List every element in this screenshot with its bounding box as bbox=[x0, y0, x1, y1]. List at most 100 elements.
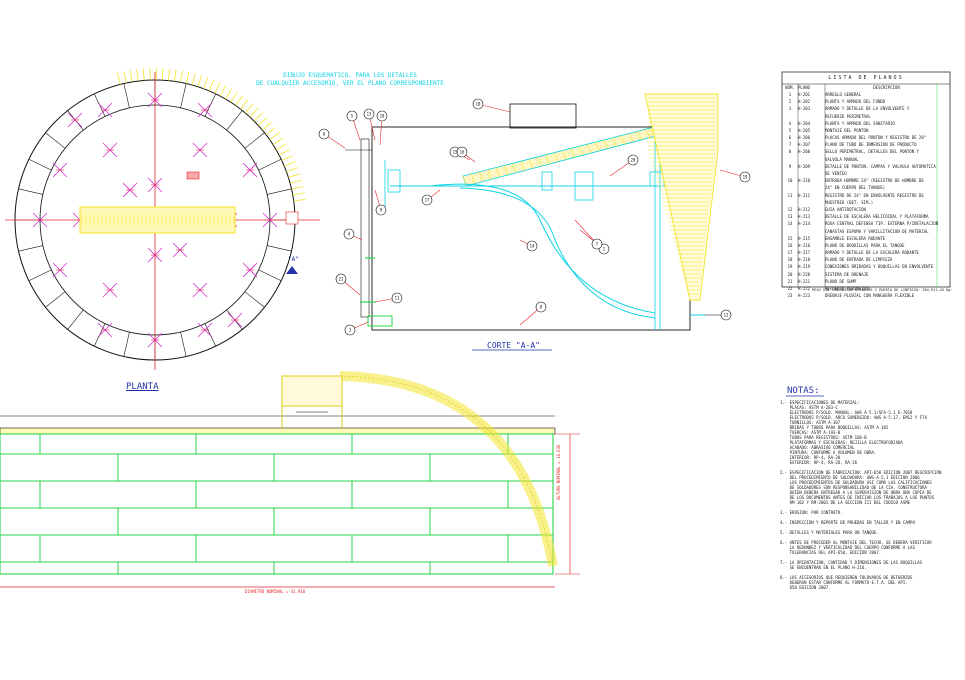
row-description: REFUERZO PERIMETRAL bbox=[825, 113, 871, 119]
stair-step bbox=[240, 99, 249, 110]
stair-step bbox=[292, 192, 305, 196]
ring-segment-line bbox=[28, 158, 52, 171]
row-num: 22 bbox=[787, 286, 793, 292]
callout-number: 4 bbox=[348, 232, 351, 237]
callout-bubble bbox=[335, 273, 347, 285]
row-num: 17 bbox=[787, 250, 793, 256]
ladder-rung bbox=[520, 161, 525, 171]
stair-step bbox=[219, 85, 227, 97]
callout-number: 15 bbox=[453, 150, 458, 155]
ladder-rung bbox=[603, 139, 609, 149]
note-line: ELECTRODOS P/SOLD. ARCO SUMERGIDO: AWS A… bbox=[780, 415, 927, 420]
row-num: 18 bbox=[787, 257, 793, 263]
rolling-ladder bbox=[462, 122, 676, 187]
drain-hose-lower bbox=[459, 187, 656, 319]
callout-number: 18 bbox=[380, 114, 385, 119]
row-num: 7 bbox=[788, 142, 792, 148]
row-plan: H-201 bbox=[798, 91, 811, 97]
callout-bubble bbox=[375, 204, 387, 216]
callout-bubble bbox=[627, 154, 639, 166]
stair-step bbox=[136, 69, 139, 82]
plan-manway bbox=[186, 171, 200, 180]
ladder-rung bbox=[512, 163, 517, 173]
note-line: RM-102 Y RM-2001 DE LA SECCION III DEL C… bbox=[780, 500, 911, 505]
row-plan: H-204 bbox=[798, 120, 811, 126]
drain-hose-upper bbox=[429, 183, 656, 314]
callout-leader bbox=[574, 219, 598, 245]
row-description: DE VENTEO bbox=[825, 171, 847, 177]
stair-step bbox=[288, 173, 300, 178]
stair-step bbox=[230, 91, 238, 103]
row-plan: H-221 bbox=[798, 278, 811, 284]
elevation-stairway bbox=[339, 371, 558, 567]
row-plan: H-212 bbox=[798, 206, 811, 212]
plan-view bbox=[5, 68, 320, 370]
row-plan: H-213 bbox=[798, 214, 811, 220]
row-plan: H-207 bbox=[798, 142, 811, 148]
row-description: 24" EN CUERPO DEL TANQUE) bbox=[825, 185, 886, 191]
note-line: DEL PROCEDIMIENTO DE SOLDADURA: AWS-A.5.… bbox=[780, 475, 920, 480]
stair-step bbox=[123, 71, 127, 84]
row-plan: H-215 bbox=[798, 235, 811, 241]
stair-step bbox=[225, 88, 232, 100]
callout-bubble bbox=[472, 98, 484, 110]
row-num: 16 bbox=[787, 242, 793, 248]
note-line: INTERIOR: RP-4, RA-28 bbox=[780, 455, 841, 460]
row-plan: H-211 bbox=[798, 192, 811, 198]
row-description: ROSA CENTRAL DEFENSA TIP. EXTERNA P/INST… bbox=[825, 221, 939, 227]
callout-bubble bbox=[346, 110, 358, 122]
row-plan: H-223 bbox=[798, 293, 811, 299]
drawing-list-row: VALVULA MANUAL bbox=[782, 156, 950, 163]
callout-number: 3 bbox=[349, 328, 352, 333]
callout-bubble bbox=[344, 324, 356, 336]
drawing-list-table: LISTA DE PLANOS NÚM. PLANO DESCRIPCION 1… bbox=[782, 72, 950, 298]
ring-segment-line bbox=[18, 245, 43, 252]
row-plan: H-217 bbox=[798, 250, 811, 256]
row-num: 20 bbox=[787, 271, 793, 277]
note-line: 4.- INSPECCION Y REPORTE DE PRUEBAS EN T… bbox=[780, 520, 915, 525]
row-plan: H-210 bbox=[798, 178, 811, 184]
stair-step bbox=[161, 68, 164, 81]
callout-bubble bbox=[739, 171, 751, 183]
note-line: 3.- EROSION: POR CONTRATO. bbox=[780, 510, 843, 515]
row-plan: H-209 bbox=[798, 163, 811, 169]
callout-bubble bbox=[363, 108, 375, 120]
ladder-rung bbox=[611, 137, 617, 147]
header-description: DESCRIPCION bbox=[873, 84, 900, 90]
stair-step bbox=[235, 95, 243, 106]
callout-number: 20 bbox=[631, 158, 636, 163]
stair-step bbox=[291, 186, 304, 190]
row-description: SELLO PERIMETRAL, DETALLES DEL PONTON Y bbox=[825, 149, 919, 155]
plan-nozzle bbox=[285, 211, 299, 225]
ring-segment-line bbox=[258, 158, 282, 171]
callout-leader bbox=[477, 103, 511, 113]
callout-number: 19 bbox=[743, 175, 748, 180]
row-plan: H-202 bbox=[798, 99, 811, 105]
section-title: CORTE "A-A" bbox=[487, 341, 540, 350]
row-description: ENTRADA HOMBRE 24" (REGISTRO DE HOMBRE D… bbox=[825, 178, 924, 184]
ring-segment-line bbox=[244, 291, 265, 308]
note-line: ELECTRODOS P/SOLD. MANUAL: AWS A-5.1/SFA… bbox=[780, 410, 913, 415]
ring-segment-line bbox=[267, 245, 292, 252]
row-plan: H-208 bbox=[798, 149, 811, 155]
row-plan: H-216 bbox=[798, 242, 811, 248]
ladder-rung bbox=[628, 133, 634, 143]
callout-bubble bbox=[376, 110, 388, 122]
callout-number: 6 bbox=[323, 132, 326, 137]
callout-number: 11 bbox=[395, 296, 400, 301]
note-line: EXTERIOR: RP-4, RA-28, RA-26 bbox=[780, 460, 858, 465]
row-description: CANASTAS ESPUMA Y VARILLITACION DE MATER… bbox=[825, 228, 929, 234]
ring-segment-line bbox=[123, 332, 130, 357]
note-line: PINTURA: CONFORME A VOLUMEN DE OBRA. bbox=[780, 450, 877, 455]
